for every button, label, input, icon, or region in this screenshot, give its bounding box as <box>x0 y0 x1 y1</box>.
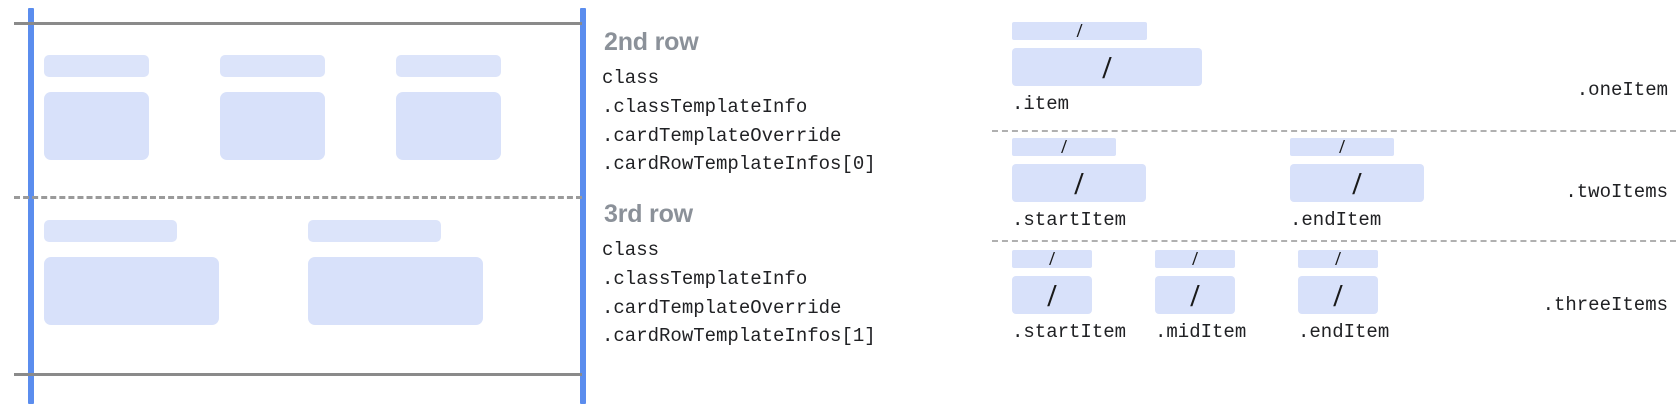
template-section-one-item: / / .item .oneItem <box>992 22 1676 130</box>
template-section-three-items: / / .startItem / / .midItem / <box>992 250 1676 362</box>
card-cell <box>396 55 572 160</box>
cell-body-placeholder <box>44 92 149 160</box>
annotation-title: 2nd row <box>604 28 699 56</box>
right-margin-guide <box>580 8 586 404</box>
slash-icon: / <box>1339 138 1345 156</box>
cell-body-placeholder <box>308 257 483 325</box>
card-bottom-border <box>14 373 582 376</box>
cell-body-placeholder <box>396 92 501 160</box>
slash-icon: / <box>1061 138 1067 156</box>
card-cell <box>44 55 220 160</box>
item-name-label: .midItem <box>1155 321 1247 343</box>
template-kind-label: .twoItems <box>1565 181 1668 203</box>
item-name-label: .endItem <box>1298 321 1390 343</box>
slash-icon: / <box>1335 250 1341 268</box>
template-item: / / .endItem <box>1298 250 1441 343</box>
cell-title-placeholder <box>44 220 177 242</box>
annotation-line: class <box>602 66 660 89</box>
item-title-placeholder: / <box>1012 138 1116 156</box>
item-body-placeholder: / <box>1155 276 1235 314</box>
item-title-placeholder: / <box>1012 22 1147 40</box>
item-title-placeholder: / <box>1298 250 1378 268</box>
slash-icon: / <box>1333 277 1343 313</box>
slash-icon: / <box>1192 250 1198 268</box>
cell-title-placeholder <box>396 55 501 77</box>
item-title-placeholder: / <box>1012 250 1092 268</box>
slash-icon: / <box>1352 165 1362 201</box>
template-kind-label: .threeItems <box>1542 294 1668 316</box>
item-body-placeholder: / <box>1012 48 1202 86</box>
annotation-line: .cardTemplateOverride <box>602 296 842 319</box>
item-body-placeholder: / <box>1012 276 1092 314</box>
template-item: / / .midItem <box>1155 250 1298 343</box>
item-name-label: .startItem <box>1012 209 1127 231</box>
row-separator-dashed <box>14 196 582 199</box>
annotation-line: .cardTemplateOverride <box>602 124 842 147</box>
slash-icon: / <box>1076 22 1083 40</box>
item-title-placeholder: / <box>1290 138 1394 156</box>
template-kind-label: .oneItem <box>1576 79 1668 101</box>
template-item: / / .endItem <box>1290 138 1568 231</box>
slash-icon: / <box>1190 277 1200 313</box>
template-divider <box>992 130 1676 132</box>
slash-icon: / <box>1049 250 1055 268</box>
template-item: / / .startItem <box>1012 250 1155 343</box>
cell-title-placeholder <box>44 55 149 77</box>
card-top-border <box>14 22 582 25</box>
annotation-block-2nd-row: 2nd row class .classTemplateInfo .cardTe… <box>602 28 876 179</box>
template-item: / / .item <box>1012 22 1222 115</box>
slash-icon: / <box>1047 277 1057 313</box>
card-cell <box>44 220 308 325</box>
item-name-label: .endItem <box>1290 209 1382 231</box>
item-body-placeholder: / <box>1298 276 1378 314</box>
card-cell <box>308 220 572 325</box>
template-item: / / .startItem <box>1012 138 1290 231</box>
card-cell <box>220 55 396 160</box>
cell-body-placeholder <box>44 257 219 325</box>
template-section-two-items: / / .startItem / / .endItem .twoItems <box>992 138 1676 242</box>
item-template-legend: / / .item .oneItem / / .startItem <box>992 0 1676 412</box>
cell-title-placeholder <box>220 55 325 77</box>
annotation-line: .cardRowTemplateInfos[0] <box>602 153 876 176</box>
annotation-line: .cardRowTemplateInfos[1] <box>602 325 876 348</box>
item-name-label: .startItem <box>1012 321 1127 343</box>
template-divider <box>992 240 1676 242</box>
annotation-line: .classTemplateInfo <box>602 95 808 118</box>
card-row-3 <box>44 220 572 325</box>
annotation-line: class <box>602 238 660 261</box>
left-margin-guide <box>28 8 34 404</box>
annotation-block-3rd-row: 3rd row class .classTemplateInfo .cardTe… <box>602 200 876 351</box>
item-body-placeholder: / <box>1012 164 1146 202</box>
annotation-line: .classTemplateInfo <box>602 267 808 290</box>
card-row-2 <box>44 55 572 160</box>
slash-icon: / <box>1102 49 1112 85</box>
annotation-title: 3rd row <box>604 200 693 228</box>
item-name-label: .item <box>1012 93 1070 115</box>
item-title-placeholder: / <box>1155 250 1235 268</box>
slash-icon: / <box>1074 165 1084 201</box>
cell-title-placeholder <box>308 220 441 242</box>
annotation-column: 2nd row class .classTemplateInfo .cardTe… <box>602 0 992 412</box>
cell-body-placeholder <box>220 92 325 160</box>
card-row-diagram <box>0 0 596 412</box>
item-body-placeholder: / <box>1290 164 1424 202</box>
